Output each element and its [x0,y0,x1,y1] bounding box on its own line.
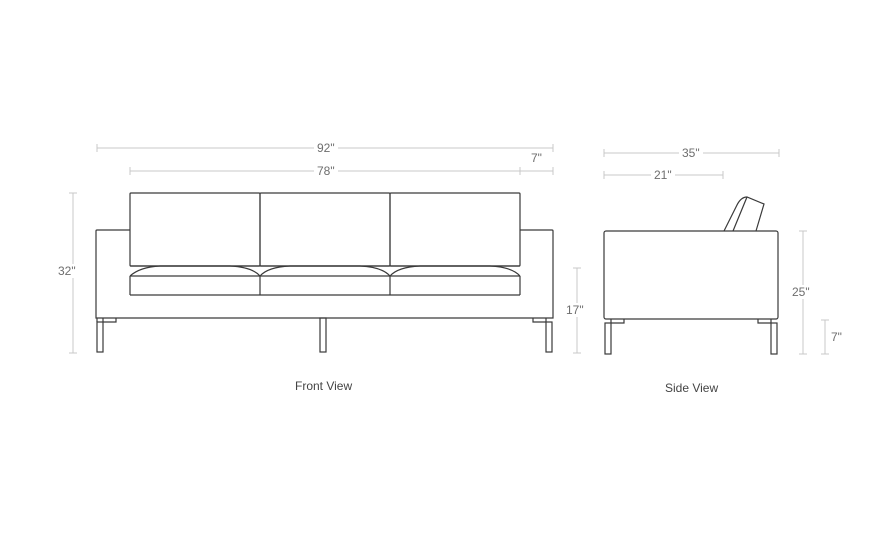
dimension-arm-width: 7" [531,151,542,165]
front-view-sofa [95,192,554,353]
front-view-label: Front View [295,379,353,393]
dimension-overall-width: 92" [314,141,338,155]
dimension-leg-height: 7" [828,330,845,344]
side-view-sofa [603,196,779,355]
side-view-label: Side View [665,381,719,395]
dimension-seat-depth: 21" [651,168,675,182]
dimension-seat-width: 78" [314,164,338,178]
dimension-overall-depth: 35" [679,146,703,160]
dimension-overall-height: 32" [55,264,79,278]
dimension-seat-height: 17" [563,303,587,317]
side-dimension-lines [603,149,829,355]
dimension-arm-height: 25" [789,285,813,299]
